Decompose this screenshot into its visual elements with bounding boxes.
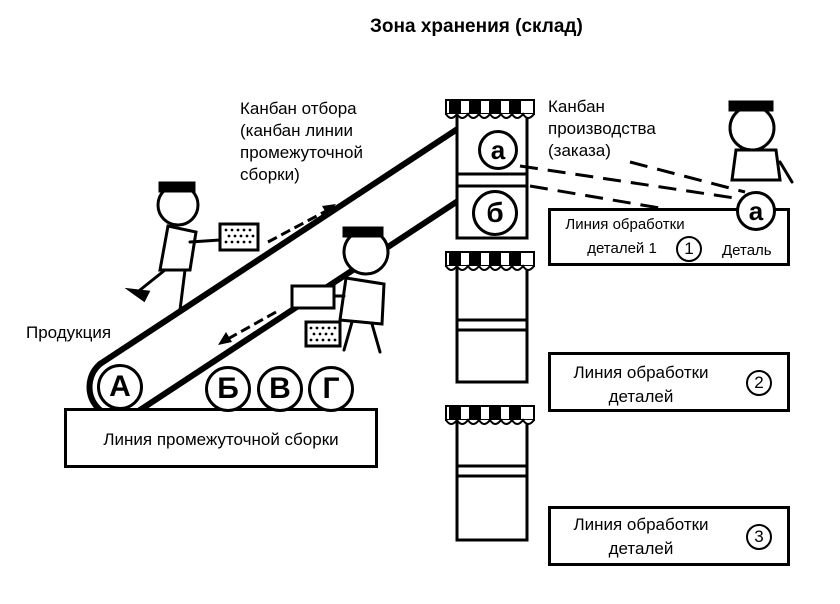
kanban-box-1 — [218, 222, 260, 252]
processing-line-3-title: Линия обработки — [573, 515, 709, 534]
assembly-item-b: Б — [205, 366, 251, 412]
processing-line-1-title: Линия обработки — [565, 216, 685, 233]
kanban-box-3-pattern — [309, 326, 337, 342]
kanban-box-1-pattern — [224, 228, 255, 244]
arrow-up-right-head — [322, 204, 336, 216]
store-kanban-a: а — [478, 130, 518, 170]
store-rack-bottom — [455, 414, 529, 542]
processing-line-1-subtitle: деталей 1 — [587, 240, 657, 257]
arrow-down-left-head — [218, 332, 232, 345]
awning-middle — [445, 251, 535, 271]
assembly-item-v: В — [257, 366, 303, 412]
production-kanban-a: а — [736, 191, 776, 231]
production-kanban-line-3: (заказа) — [548, 141, 611, 160]
page-title: Зона хранения (склад) — [370, 16, 583, 37]
production-kanban-line-2: производства — [548, 119, 656, 138]
worker-2-illustration — [320, 226, 390, 354]
pickup-kanban-line-1: Канбан отбора — [240, 99, 357, 118]
processing-line-1-number: 1 — [676, 236, 702, 262]
arrow-up-right — [267, 208, 329, 244]
product-label: Продукция — [26, 323, 112, 342]
processing-line-3-subtitle: деталей — [608, 539, 674, 558]
arrow-down-left — [225, 310, 277, 342]
awning-top — [445, 99, 535, 119]
pickup-kanban-line-4: сборки) — [240, 165, 300, 184]
processing-line-2-title: Линия обработки — [573, 363, 709, 382]
kanban-box-3 — [304, 320, 342, 348]
assembly-line-label: Линия промежуточной сборки — [103, 430, 339, 449]
processing-line-2-subtitle: деталей — [608, 387, 674, 406]
kanban-box-2 — [290, 284, 336, 310]
production-kanban-line-1: Канбан — [548, 97, 605, 116]
store-rack-middle — [455, 260, 529, 384]
processing-line-3-number: 3 — [746, 524, 772, 550]
pickup-kanban-line-3: промежуточной — [240, 143, 364, 162]
production-kanban-label: Канбан производства (заказа) — [548, 96, 656, 162]
processing-line-2-number: 2 — [746, 370, 772, 396]
pickup-kanban-line-2: (канбан линии — [240, 121, 354, 140]
worker-3-illustration — [728, 100, 794, 184]
store-kanban-b: б — [472, 190, 518, 236]
assembly-item-a: А — [97, 364, 143, 410]
awning-bottom — [445, 405, 535, 425]
worker-1-illustration — [124, 181, 222, 312]
pickup-kanban-label: Канбан отбора (канбан линии промежуточно… — [240, 98, 363, 186]
assembly-item-g: Г — [308, 366, 354, 412]
part-label: Деталь — [722, 242, 772, 259]
